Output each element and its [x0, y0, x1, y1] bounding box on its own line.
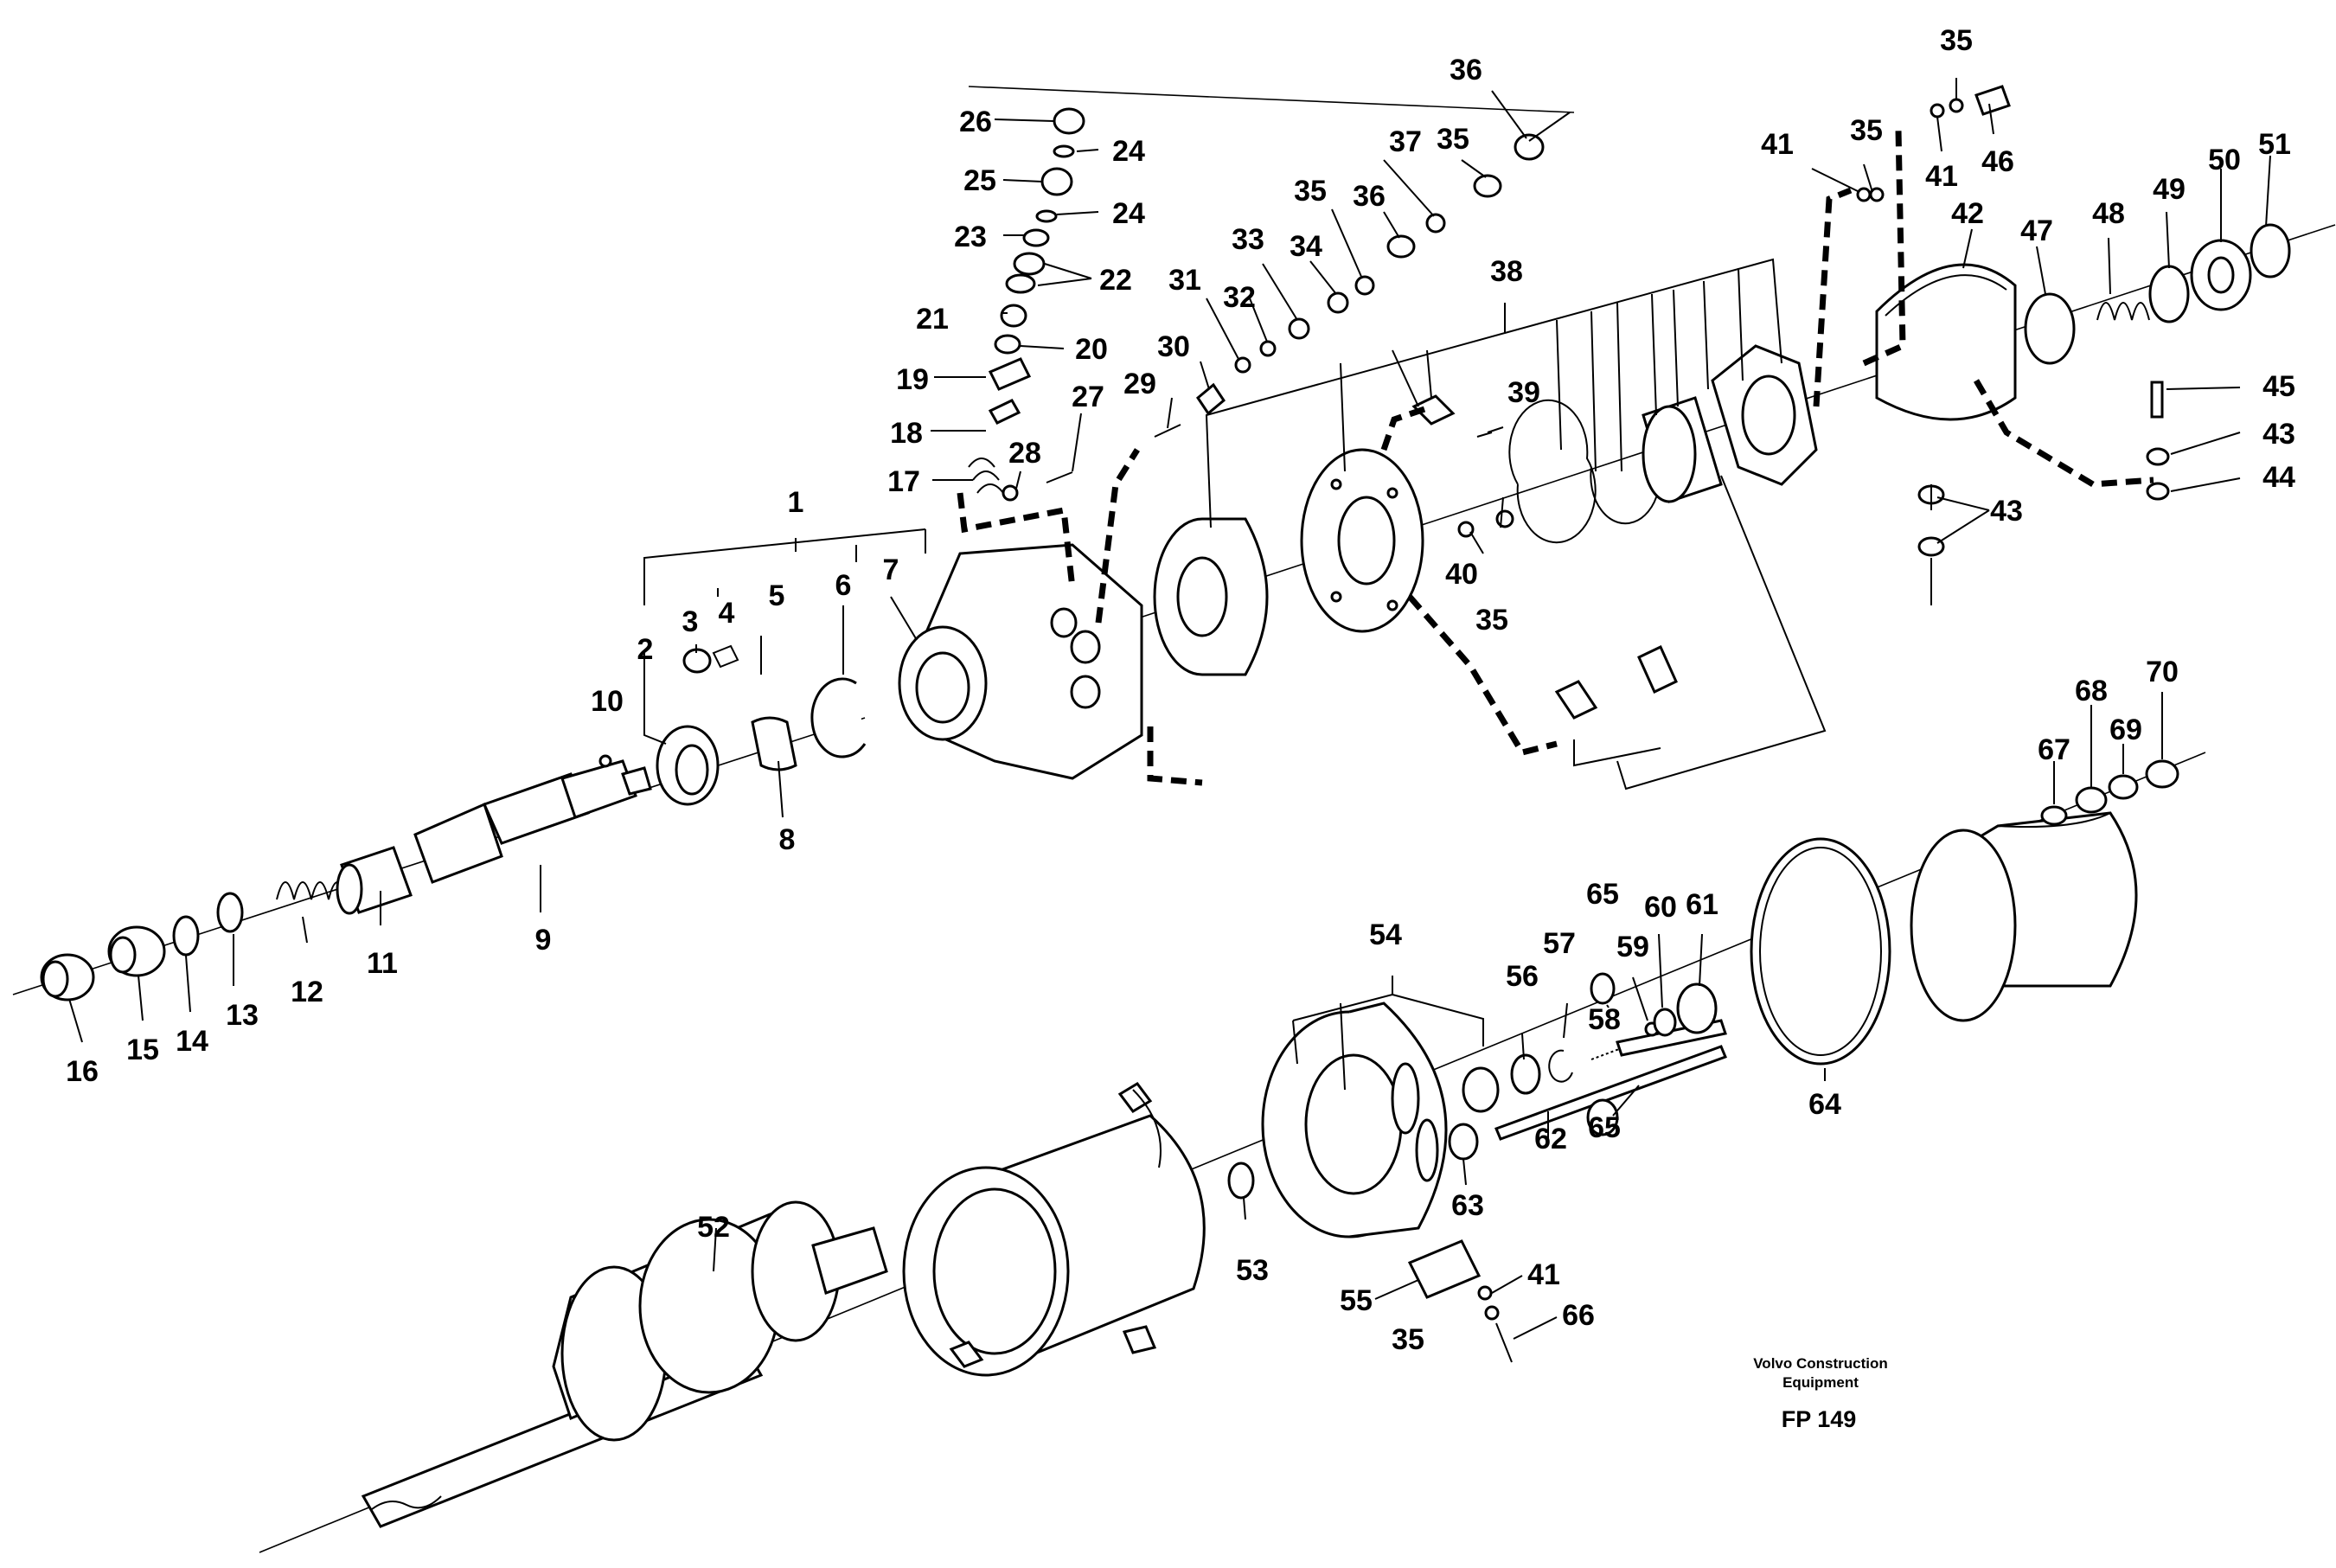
- callout-label: 21: [916, 303, 949, 336]
- callout-label: 36: [1450, 54, 1482, 86]
- callout-label: 57: [1543, 927, 1576, 960]
- callout-label: 3: [682, 605, 699, 638]
- callout-label: 8: [779, 823, 796, 856]
- callout-label: 5: [769, 579, 785, 612]
- callout-label: 35: [1475, 604, 1508, 637]
- callout-label: 47: [2020, 214, 2053, 247]
- callout-label: 63: [1451, 1189, 1484, 1222]
- callout-label: 58: [1588, 1003, 1621, 1036]
- callout-label: 18: [890, 417, 923, 450]
- callout-label: 46: [1981, 145, 2014, 178]
- callout-label: 28: [1008, 437, 1041, 470]
- callout-label: 41: [1527, 1258, 1560, 1291]
- leader-lines: [68, 78, 2271, 1340]
- callout-label: 44: [2262, 461, 2295, 494]
- callout-label: 45: [2262, 370, 2295, 403]
- callout-label: 34: [1290, 230, 1322, 263]
- callout-label: 60: [1644, 891, 1677, 924]
- callout-label: 16: [66, 1055, 99, 1088]
- contact-stack-parts: [968, 107, 1085, 502]
- callout-label: 6: [835, 569, 852, 602]
- callout-label: 24: [1112, 197, 1145, 230]
- callout-label: 51: [2258, 128, 2291, 161]
- callout-label: 56: [1506, 960, 1539, 993]
- callout-label: 19: [896, 363, 929, 396]
- callout-label: 35: [1940, 24, 1973, 57]
- callout-label: 52: [697, 1211, 730, 1244]
- callout-label: 29: [1123, 368, 1156, 400]
- callout-label: 35: [1392, 1323, 1424, 1356]
- callout-label: 22: [1099, 264, 1132, 297]
- callout-label: 39: [1507, 376, 1540, 409]
- callout-label: 69: [2109, 714, 2142, 746]
- callout-label: 35: [1850, 114, 1883, 147]
- callout-label: 43: [2262, 418, 2295, 451]
- callout-label: 42: [1951, 197, 1984, 230]
- callout-label: 64: [1808, 1088, 1841, 1121]
- motor-assembly-parts: [361, 759, 2179, 1528]
- callout-label: 48: [2092, 197, 2125, 230]
- credit-company-sub: Equipment: [1782, 1374, 1859, 1391]
- callout-label: 50: [2208, 144, 2241, 176]
- drive-end-parts: [40, 543, 1143, 1002]
- wiring-leads: [957, 129, 2154, 786]
- credit-block: Volvo Construction Equipment FP 149: [1753, 1355, 1888, 1432]
- callout-labels: 1 2 3 4 5 6 7 8 9 10 11 12 13 14 15 16 1…: [66, 24, 2295, 1356]
- callout-label: 62: [1534, 1123, 1567, 1155]
- callout-label: 54: [1369, 918, 1402, 951]
- callout-label: 17: [887, 465, 920, 498]
- callout-label: 30: [1157, 330, 1190, 363]
- callout-label: 12: [291, 976, 323, 1008]
- callout-label: 41: [1761, 128, 1794, 161]
- solenoid-switch-parts: [1153, 85, 2291, 720]
- callout-label: 66: [1562, 1299, 1595, 1332]
- callout-label: 27: [1072, 381, 1104, 413]
- callout-label: 32: [1223, 281, 1256, 314]
- credit-company: Volvo Construction: [1753, 1355, 1888, 1372]
- callout-label: 49: [2153, 173, 2186, 206]
- callout-label: 20: [1075, 333, 1108, 366]
- callout-label: 38: [1490, 255, 1523, 288]
- callout-label: 41: [1925, 160, 1958, 193]
- callout-label: 65: [1588, 1111, 1621, 1144]
- figure-code: FP 149: [1782, 1406, 1857, 1432]
- callout-label: 25: [963, 164, 996, 197]
- callout-label: 65: [1586, 878, 1619, 911]
- callout-label: 13: [226, 999, 259, 1032]
- callout-label: 35: [1294, 175, 1327, 208]
- callout-label: 36: [1353, 180, 1386, 213]
- callout-label: 35: [1437, 123, 1469, 156]
- callout-label: 70: [2146, 656, 2179, 688]
- callout-label: 67: [2038, 733, 2070, 766]
- callout-label: 24: [1112, 135, 1145, 168]
- callout-label: 37: [1389, 125, 1422, 158]
- callout-label: 31: [1168, 264, 1201, 297]
- callout-label: 10: [591, 685, 624, 718]
- callout-label: 33: [1232, 223, 1264, 256]
- callout-label: 9: [535, 924, 552, 957]
- callout-label: 2: [637, 633, 654, 666]
- callout-label: 40: [1445, 558, 1478, 591]
- callout-label: 61: [1686, 888, 1718, 921]
- callout-label: 43: [1990, 495, 2023, 528]
- callout-label: 55: [1340, 1284, 1373, 1317]
- callout-label: 1: [788, 486, 804, 519]
- callout-label: 7: [883, 554, 899, 586]
- callout-label: 26: [959, 106, 992, 138]
- callout-label: 59: [1616, 931, 1649, 963]
- callout-label: 23: [954, 221, 987, 253]
- callout-label: 15: [126, 1034, 159, 1066]
- callout-label: 68: [2075, 675, 2108, 707]
- callout-label: 4: [719, 597, 735, 630]
- callout-label: 53: [1236, 1254, 1269, 1287]
- callout-label: 14: [176, 1025, 208, 1058]
- callout-label: 11: [367, 947, 398, 980]
